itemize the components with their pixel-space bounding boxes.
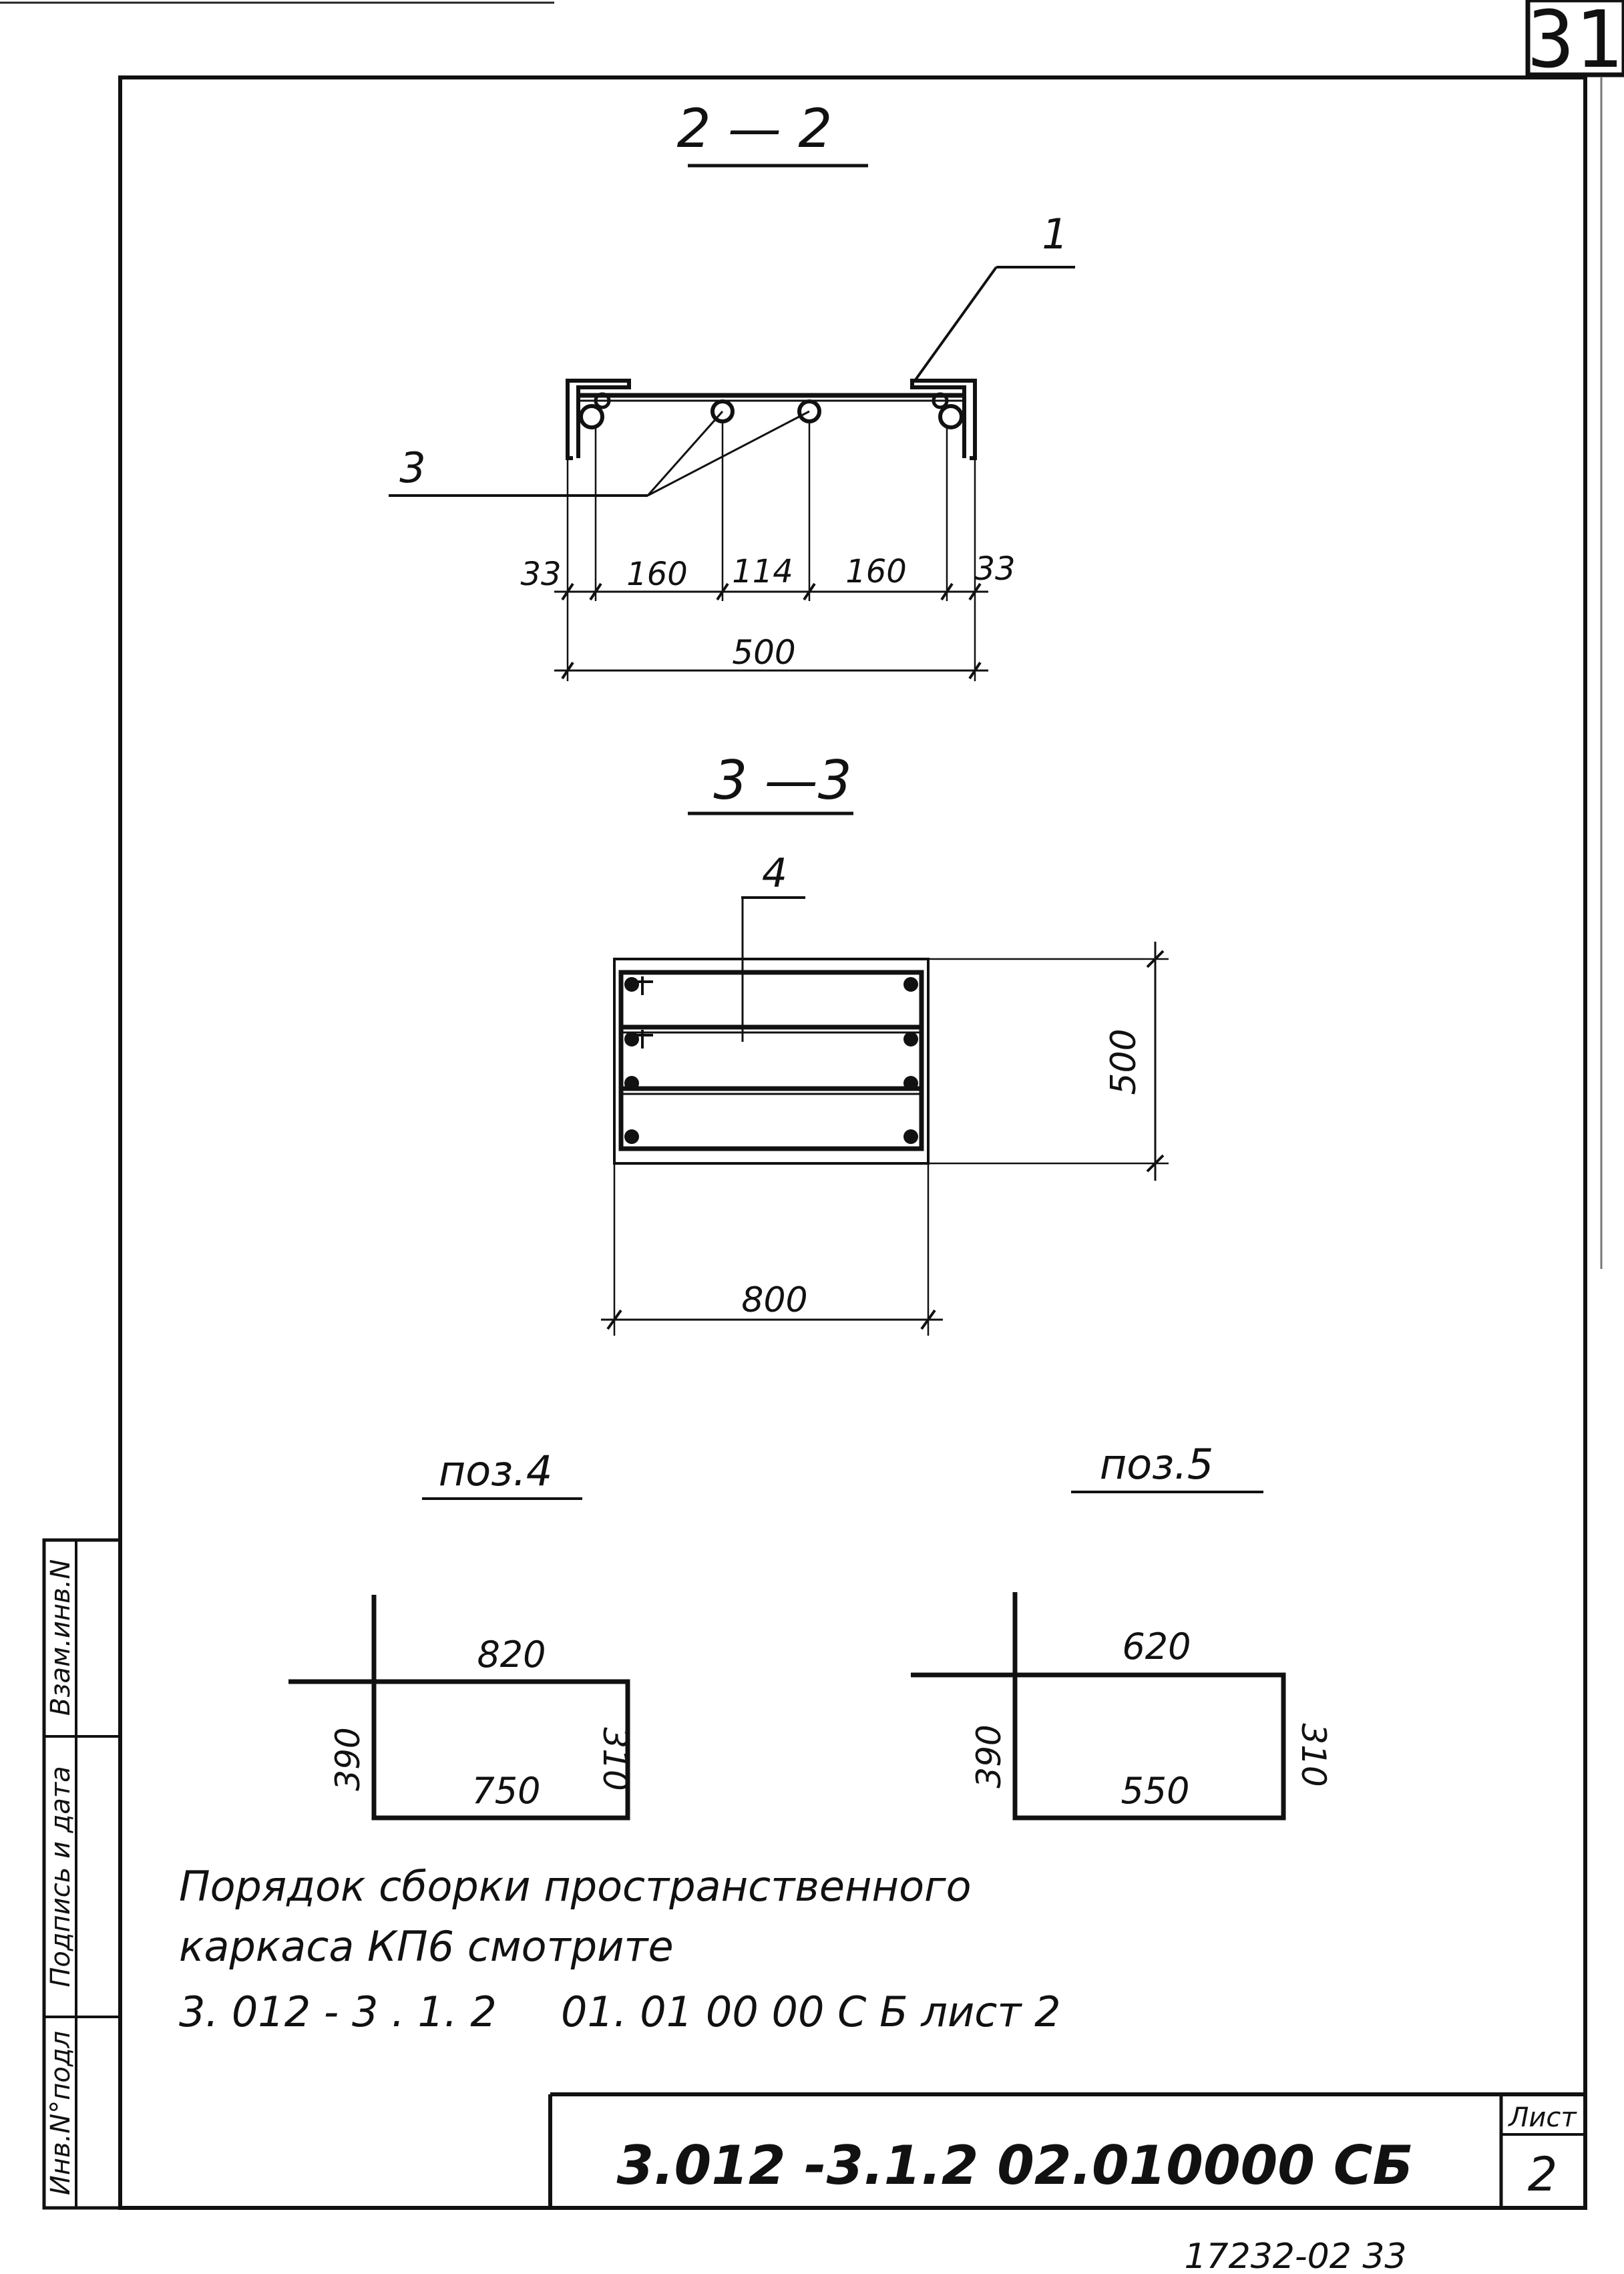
dim-s33-height: 500: [1104, 1028, 1144, 1095]
stamp-cell-1: Взам.инв.N: [45, 1559, 76, 1716]
callout-3-label: 3: [399, 443, 425, 492]
title-block-code: 3.012 -3.1.2 02.010000 СБ: [617, 2134, 1414, 2197]
section-3-3-outline: [613, 958, 930, 1165]
note-line-2: каркаса КП6 смотрите: [179, 1922, 674, 1971]
pos5-bar-shape: [911, 1592, 1286, 1821]
position-5: поз.5 620 550 390 310: [911, 1440, 1333, 1821]
callout-1-leader: [914, 266, 998, 382]
note-line-3b: 01. 01 00 00 С Б лист 2: [561, 1987, 1061, 2036]
pos5-top-dim: 620: [1122, 1626, 1191, 1668]
pos5-label: поз.5: [1100, 1440, 1214, 1489]
section-3-3-cage: [618, 970, 924, 1151]
dim-s22-0: 33: [520, 556, 561, 593]
pos5-right-dim: 310: [1294, 1723, 1333, 1786]
pos4-top-dim: 820: [477, 1634, 546, 1676]
height-tick-bottom: [1146, 1154, 1165, 1173]
total-dim-tick-right: [968, 661, 982, 680]
position-4: поз.4 820 750 390 310: [288, 1447, 634, 1821]
width-tick-right: [920, 1309, 936, 1330]
callout-3-leader-b: [647, 410, 810, 497]
pos4-right-dim: 310: [596, 1727, 634, 1790]
pos5-bottom-dim: 550: [1121, 1770, 1189, 1812]
title-block: 3.012 -3.1.2 02.010000 СБ Лист 2: [548, 2092, 1585, 2208]
footer-note: 17232-02 33: [1184, 2237, 1406, 2274]
section-2-2: 2 — 2 1 3: [389, 98, 1075, 681]
pos4-left-dim: 390: [329, 1727, 367, 1790]
width-tick-left: [606, 1309, 622, 1330]
callout-4-label: 4: [762, 850, 787, 897]
title-block-sheet-no: 2: [1528, 2147, 1558, 2202]
section-3-3: 3 —3 4 500: [601, 749, 1169, 1336]
stamp-cell-2: Подпись и дата: [45, 1766, 76, 1987]
pos5-left-dim: 390: [970, 1724, 1008, 1788]
title-block-sheet-label: Лист: [1507, 2102, 1577, 2133]
note-line-3a: 3. 012 - 3 . 1. 2: [179, 1987, 497, 2036]
corner-number-box: 31: [1525, 0, 1624, 85]
sheet-frame: [118, 75, 1587, 2210]
pos4-bottom-dim: 750: [471, 1770, 540, 1812]
total-dim-tick-left: [561, 661, 574, 680]
callout-3-leader-a: [646, 411, 724, 496]
stamp-cell-3: Инв.N°подл: [45, 2031, 76, 2195]
pos4-label: поз.4: [439, 1447, 553, 1495]
note-line-1: Порядок сборки пространственного: [179, 1862, 972, 1911]
dim-s22-1: 160: [626, 556, 688, 593]
callout-1-label: 1: [1042, 210, 1068, 258]
height-tick-top: [1146, 950, 1165, 968]
dim-s22-3: 160: [845, 553, 907, 590]
pos4-bar-shape: [288, 1595, 630, 1821]
assembly-note: Порядок сборки пространственного каркаса…: [179, 1862, 1061, 2036]
side-stamp: Взам.инв.N Подпись и дата Инв.N°подл: [42, 1538, 122, 2210]
section-2-2-dim-ticks: [561, 582, 982, 601]
corner-number: 31: [1527, 0, 1622, 85]
dim-s22-4: 33: [974, 550, 1015, 588]
dim-s33-width: 800: [741, 1280, 807, 1320]
section-2-2-extension-lines: [566, 421, 976, 681]
section-3-3-cross-marks: [632, 976, 653, 1049]
section-2-2-profile: [566, 379, 977, 460]
dim-s22-total: 500: [732, 633, 795, 672]
section-3-3-title: 3 —3: [713, 749, 851, 811]
dim-s22-2: 114: [732, 553, 793, 590]
section-2-2-title: 2 — 2: [677, 98, 833, 160]
section-3-3-bars: [624, 977, 918, 1144]
